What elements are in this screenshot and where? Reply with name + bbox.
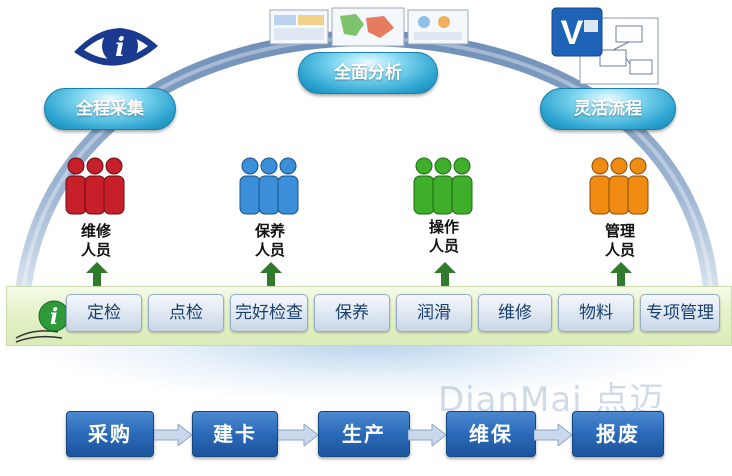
process-step-register[interactable]: 建卡	[192, 411, 278, 457]
people-label-management: 管理 人员	[590, 222, 650, 260]
svg-text:i: i	[115, 33, 125, 63]
info-eye-icon: i	[74, 28, 158, 66]
function-button-repair[interactable]: 维修	[478, 294, 552, 332]
function-button-upkeep[interactable]: 保养	[314, 294, 390, 332]
function-button-materials[interactable]: 物料	[558, 294, 634, 332]
process-step-purchase[interactable]: 采购	[66, 411, 154, 457]
process-step-production[interactable]: 生产	[318, 411, 410, 457]
arrow-up-icon	[434, 262, 456, 288]
arrow-right-icon	[408, 424, 446, 446]
function-button-condition-check[interactable]: 完好检查	[230, 294, 308, 332]
arrow-right-icon	[278, 424, 318, 446]
people-operation-icon	[413, 157, 473, 215]
people-management-icon	[589, 157, 649, 215]
oval-flow: 灵活流程	[540, 88, 676, 130]
people-maintenance-icon	[65, 157, 125, 215]
oval-flow-label: 灵活流程	[574, 99, 642, 119]
arrow-right-icon	[534, 424, 572, 446]
people-label-maintenance: 维修 人员	[66, 222, 126, 260]
people-label-line2: 人员	[254, 241, 285, 259]
function-button-spot-check[interactable]: 点检	[148, 294, 224, 332]
visio-document-icon: V	[551, 7, 659, 85]
oval-collect-label: 全程采集	[76, 99, 144, 119]
people-label-line2: 人员	[604, 241, 635, 259]
band-glow	[40, 340, 700, 400]
arrow-up-icon	[610, 262, 632, 288]
people-label-line2: 人员	[80, 241, 111, 259]
oval-analysis-label: 全面分析	[334, 63, 402, 83]
people-label-operation: 操作 人员	[414, 218, 474, 256]
arrow-up-icon	[260, 262, 282, 288]
people-label-line2: 人员	[428, 237, 459, 255]
people-label-upkeep: 保养 人员	[240, 222, 300, 260]
dashboard-screens-icon	[269, 7, 469, 47]
oval-analysis: 全面分析	[298, 52, 438, 94]
arrow-up-icon	[86, 262, 108, 288]
people-label-line1: 保养	[254, 222, 285, 240]
oval-collect: 全程采集	[44, 88, 176, 130]
people-label-line1: 管理	[604, 222, 635, 240]
people-label-line1: 维修	[80, 222, 111, 240]
function-button-fixed-inspection[interactable]: 定检	[66, 294, 142, 332]
svg-text:V: V	[561, 14, 584, 52]
function-button-lubrication[interactable]: 润滑	[396, 294, 472, 332]
function-button-special-management[interactable]: 专项管理	[640, 294, 720, 332]
svg-text:i: i	[50, 304, 58, 330]
info-logo-icon: i	[15, 300, 70, 343]
people-upkeep-icon	[239, 157, 299, 215]
people-label-line1: 操作	[428, 218, 459, 236]
arrow-right-icon	[154, 424, 192, 446]
process-step-scrap[interactable]: 报废	[572, 411, 664, 457]
process-step-maintenance[interactable]: 维保	[446, 411, 536, 457]
